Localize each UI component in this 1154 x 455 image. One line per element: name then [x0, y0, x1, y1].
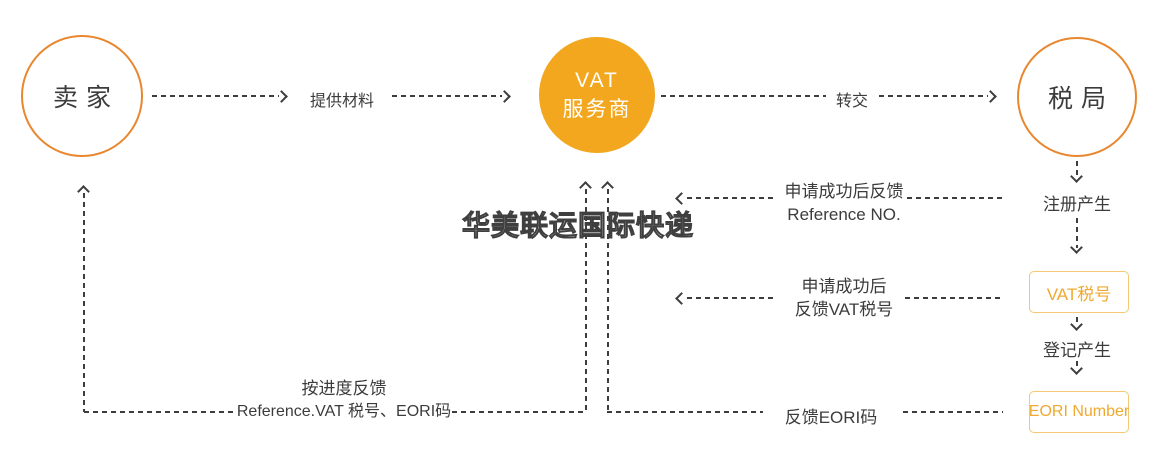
feedback-reference-line1: 申请成功后反馈 [784, 182, 904, 201]
provide-materials-label: 提供材料 [309, 93, 374, 110]
dashed-line-feedback-vat-left [687, 297, 773, 299]
record-generated-label: 登记产生 [1043, 341, 1111, 360]
dashed-line-up-to-vat-a [585, 189, 587, 412]
tax-bureau-label: 税局 [1047, 85, 1114, 113]
feedback-eori-label: 反馈EORI码 [784, 408, 878, 427]
arrow-down-icon [1070, 362, 1083, 375]
vat-provider-label-line2: 服务商 [562, 98, 632, 121]
dashed-line-feedback-vat-right [905, 297, 1000, 299]
vat-provider-label-line1: VAT [575, 68, 619, 92]
arrow-down-icon [1070, 318, 1083, 331]
dashed-line-feedback-ref-right [907, 197, 1002, 199]
forward-label: 转交 [835, 93, 868, 110]
vat-provider-node: VAT 服务商 [539, 37, 655, 153]
vat-number-box: VAT税号 [1029, 271, 1129, 313]
arrow-down-icon [1070, 241, 1083, 254]
registration-generated-label: 注册产生 [1043, 195, 1111, 214]
arrow-left-icon [675, 192, 688, 205]
arrow-left-icon [675, 292, 688, 305]
dashed-line-bottom-right2 [903, 411, 1003, 413]
dashed-line-to-vat-box [1076, 218, 1078, 248]
dashed-line-label-to-tax [879, 95, 988, 97]
watermark-text: 华美联运国际快递 [462, 210, 695, 242]
dashed-line-tax-down [1076, 161, 1078, 177]
dashed-line-bottom-mid [452, 411, 587, 413]
arrow-down-icon [1070, 170, 1083, 183]
dashed-line-label-to-vat [392, 95, 502, 97]
dashed-line-feedback-ref-left [687, 197, 777, 199]
dashed-line-bottom-right1 [607, 411, 763, 413]
feedback-vat-line1: 申请成功后 [801, 277, 887, 296]
eori-number-box: EORI Number [1029, 391, 1129, 433]
dashed-line-to-eori-box [1076, 361, 1078, 370]
feedback-reference-line2: Reference NO. [787, 205, 901, 224]
seller-node: 卖家 [21, 35, 143, 157]
dashed-line-vat-to-label [661, 95, 826, 97]
progress-feedback-line2: Reference.VAT 税号、EORI码 [236, 403, 452, 420]
progress-feedback-label: 按进度反馈 Reference.VAT 税号、EORI码 [236, 377, 452, 423]
dashed-line-vatbox-down [1076, 317, 1078, 326]
arrow-right-icon [498, 90, 511, 103]
dashed-line-up-to-vat-b [607, 189, 609, 412]
progress-feedback-line1: 按进度反馈 [301, 379, 387, 398]
tax-bureau-node: 税局 [1017, 37, 1137, 157]
dashed-line-seller-to-label [152, 95, 279, 97]
dashed-line-up-to-seller [83, 193, 85, 412]
arrow-right-icon [275, 90, 288, 103]
dashed-line-bottom-left [84, 411, 236, 413]
feedback-reference-label: 申请成功后反馈 Reference NO. [765, 180, 923, 226]
feedback-vat-label: 申请成功后 反馈VAT税号 [765, 275, 923, 321]
arrow-right-icon [984, 90, 997, 103]
seller-label: 卖家 [52, 84, 119, 112]
feedback-vat-line2: 反馈VAT税号 [794, 300, 894, 319]
